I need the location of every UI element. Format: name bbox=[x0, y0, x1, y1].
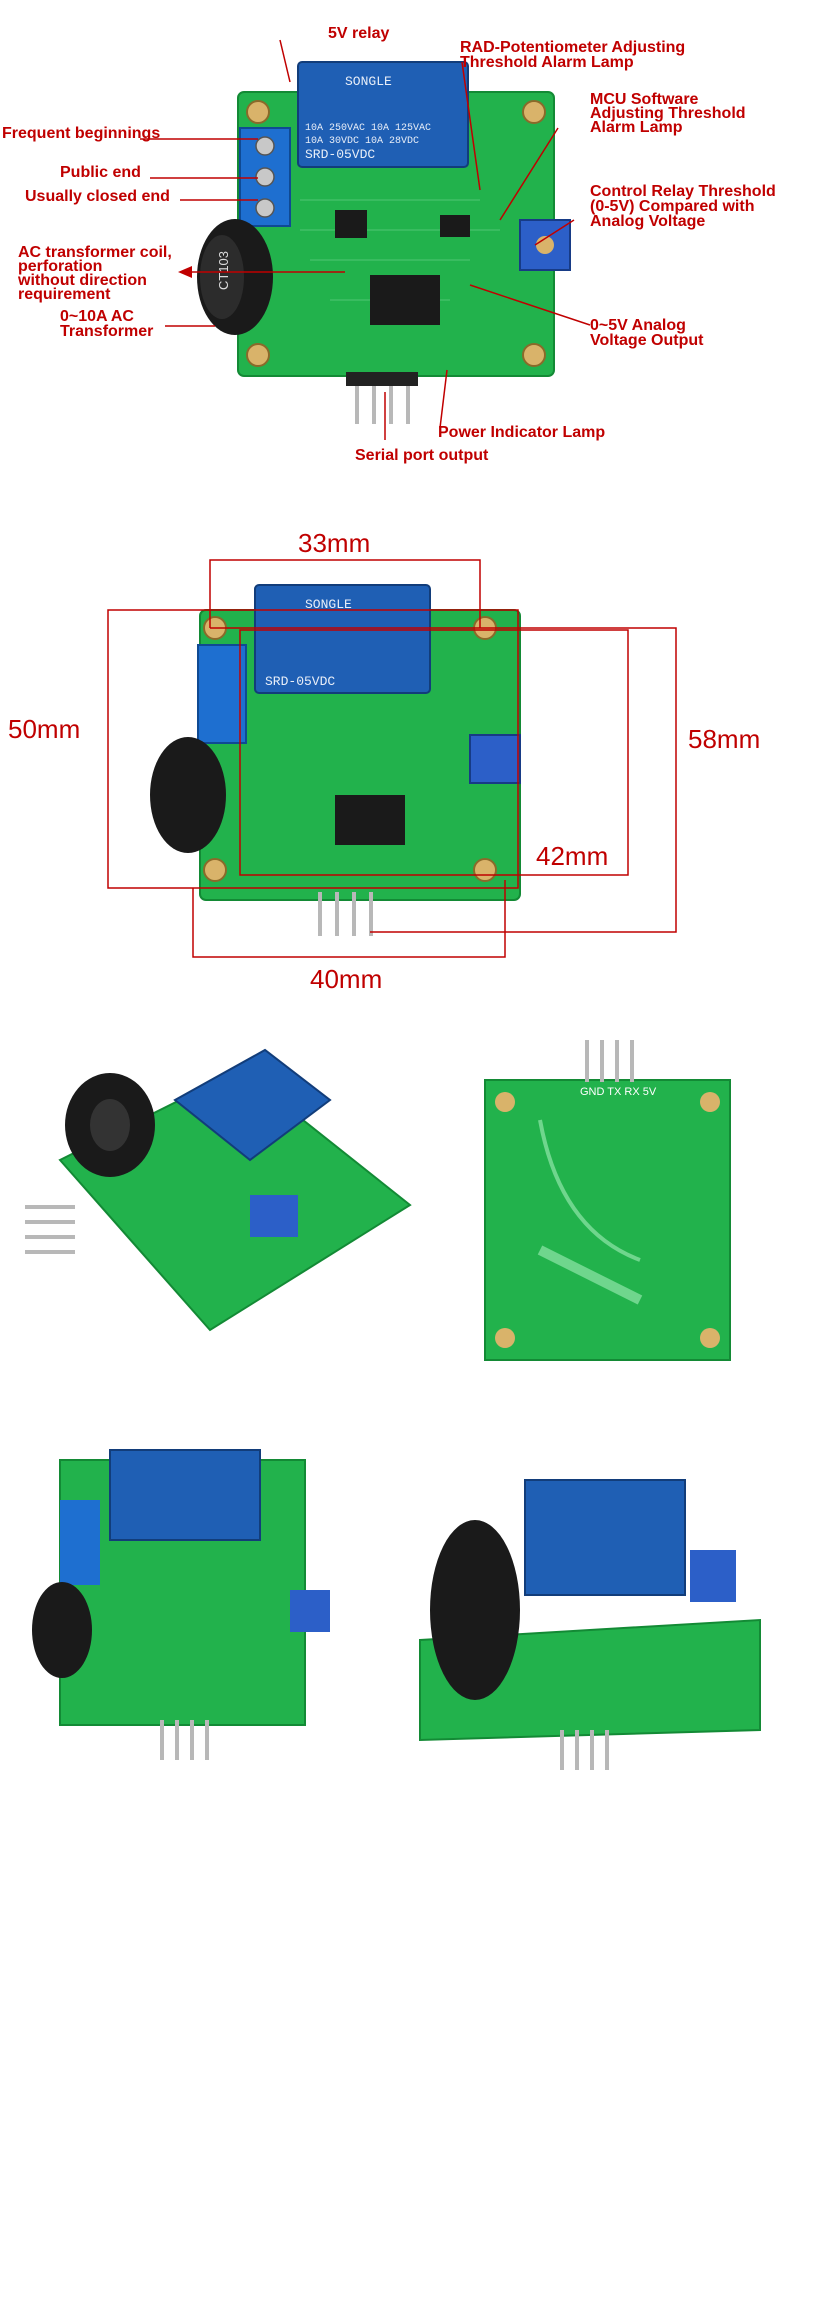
label-ct-1: 0~10A AC bbox=[60, 308, 134, 325]
label-control-2: (0-5V) Compared with bbox=[590, 198, 754, 215]
mounting-hole bbox=[246, 100, 546, 367]
dimensions-image: SONGLE SRD-05VDC 33mm 50mm 58mm 42mm 40m… bbox=[8, 528, 760, 994]
dim-inner: 42mm bbox=[536, 841, 608, 871]
product-photos: GND TX RX 5V OUT GND VCC bbox=[25, 1040, 761, 1770]
label-coil-3: without direction bbox=[17, 272, 147, 289]
dim-box-top bbox=[209, 559, 481, 628]
back-pin-labels: GND TX RX 5V bbox=[580, 1086, 657, 1098]
label-control-1: Control Relay Threshold bbox=[590, 183, 776, 200]
relay bbox=[297, 61, 469, 168]
dim-bottom: 40mm bbox=[310, 964, 382, 994]
label-mcu-3: Alarm Lamp bbox=[590, 119, 683, 136]
label-coil-1: AC transformer coil, bbox=[18, 244, 172, 261]
label-public: Public end bbox=[60, 164, 141, 181]
label-control-3: Analog Voltage bbox=[590, 213, 705, 230]
dim-box-inner bbox=[239, 629, 629, 876]
dim-right: 58mm bbox=[688, 724, 760, 754]
label-closed: Usually closed end bbox=[25, 188, 170, 205]
relay-model-text: SRD-05VDC bbox=[305, 147, 375, 162]
dim-box-right bbox=[210, 627, 677, 933]
label-mcu-1: MCU Software bbox=[590, 91, 699, 108]
label-coil-2: perforation bbox=[18, 258, 102, 275]
relay-rating-line2: 10A 30VDC 10A 28VDC bbox=[305, 136, 419, 147]
back-silk-labels: OUT GND VCC bbox=[467, 1270, 481, 1354]
label-analog-2: Voltage Output bbox=[590, 332, 704, 349]
label-frequent: Frequent beginnings bbox=[2, 125, 160, 142]
label-ct-2: Transformer bbox=[60, 323, 153, 340]
dim-relay-brand: SONGLE bbox=[305, 597, 352, 612]
label-power: Power Indicator Lamp bbox=[438, 424, 605, 441]
photo-angled-side bbox=[419, 1479, 761, 1770]
annotated-board-section: SONGLE 10A 250VAC 10A 125VAC 10A 30VDC 1… bbox=[0, 0, 814, 480]
ct-marking: CT103 bbox=[216, 251, 231, 290]
photo-back: GND TX RX 5V OUT GND VCC bbox=[467, 1040, 731, 1361]
dim-box-bottom bbox=[192, 880, 506, 958]
dimensions-section: SONGLE SRD-05VDC 33mm 50mm 58mm 42mm 40m… bbox=[0, 510, 814, 1000]
mcu-chip bbox=[370, 275, 440, 325]
label-serial: Serial port output bbox=[355, 447, 489, 464]
annotated-board-image: SONGLE 10A 250VAC 10A 125VAC 10A 30VDC 1… bbox=[2, 25, 776, 464]
dim-top: 33mm bbox=[298, 528, 370, 558]
photo-top bbox=[32, 1449, 330, 1760]
label-analog-1: 0~5V Analog bbox=[590, 317, 686, 334]
dim-relay-model: SRD-05VDC bbox=[265, 674, 335, 689]
label-coil-4: requirement bbox=[18, 286, 111, 303]
relay-rating-line1: 10A 250VAC 10A 125VAC bbox=[305, 123, 431, 134]
product-photos-section: GND TX RX 5V OUT GND VCC bbox=[0, 1030, 814, 2310]
label-5v-relay: 5V relay bbox=[328, 25, 389, 42]
dim-left: 50mm bbox=[8, 714, 80, 744]
label-mcu-2: Adjusting Threshold bbox=[590, 105, 746, 122]
dim-box-left bbox=[107, 609, 519, 889]
header-pins bbox=[355, 378, 410, 424]
relay-brand-text: SONGLE bbox=[345, 74, 392, 89]
label-rad-1: RAD-Potentiometer Adjusting bbox=[460, 39, 685, 56]
photo-angled-front bbox=[25, 1048, 412, 1332]
label-rad-2: Threshold Alarm Lamp bbox=[460, 54, 634, 71]
